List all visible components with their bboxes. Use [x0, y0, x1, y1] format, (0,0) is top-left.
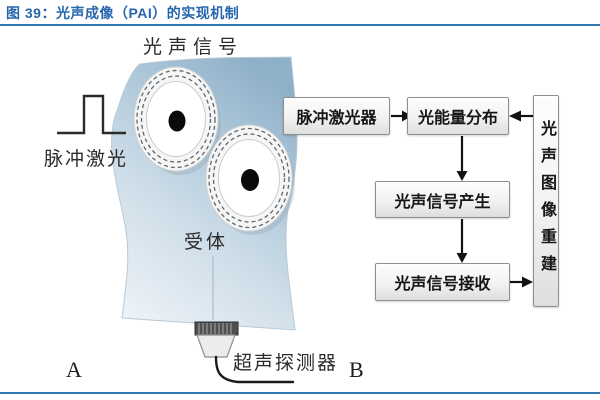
pulse-waveform-icon	[57, 94, 126, 135]
label-receptor: 受体	[184, 232, 229, 253]
flow-node-image-reconstruction: 光声图像重建	[533, 95, 559, 307]
label-ultrasound-detector: 超声探测器	[233, 353, 339, 374]
flow-node-pulsed-laser: 脉冲激光器	[283, 97, 390, 135]
transducer-cable	[214, 355, 295, 384]
flow-node-light-energy-distribution: 光能量分布	[407, 97, 509, 135]
flow-node-signal-reception: 光声信号接收	[375, 263, 510, 301]
absorber-dot	[241, 169, 259, 191]
figure-title: 图 39：光声成像（PAI）的实现机制	[6, 5, 240, 21]
absorber-1	[133, 66, 221, 175]
wave-ring-outer	[136, 69, 216, 169]
bottom-rule	[0, 392, 600, 394]
wave-ring-outer	[208, 127, 290, 229]
title-rule	[0, 24, 600, 26]
panel-a-label: A	[66, 357, 82, 382]
wave-ring-inner	[212, 133, 286, 223]
label-photoacoustic-signal: 光声信号	[143, 37, 244, 58]
transducer-icon	[194, 321, 295, 384]
absorber-dot	[168, 110, 186, 132]
label-pulsed-laser: 脉冲激光	[44, 149, 129, 170]
absorber-2	[205, 124, 295, 235]
wave-ring-inner	[140, 75, 212, 163]
panel-b-label: B	[349, 357, 364, 382]
flow-node-signal-generation: 光声信号产生	[375, 181, 510, 218]
